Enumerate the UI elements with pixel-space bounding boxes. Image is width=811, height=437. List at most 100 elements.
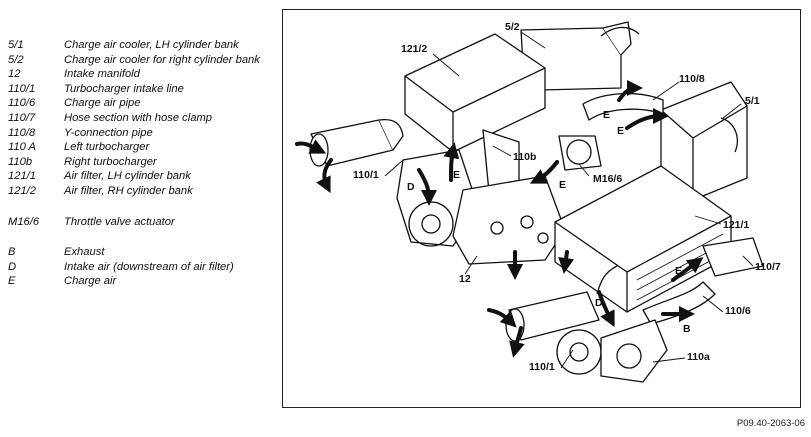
y-connection-pipe-shape — [582, 92, 664, 121]
charge-arrow-lower — [671, 257, 704, 282]
intake-arrow-lower-in — [487, 308, 517, 328]
legend-desc: Air filter, RH cylinder bank — [64, 184, 193, 197]
legend-code: 5/1 — [8, 39, 24, 51]
leader-121-2 — [432, 53, 460, 77]
legend-desc: Turbocharger intake line — [64, 82, 184, 95]
left-turbo-outlet-shape — [616, 343, 642, 369]
callout-m16-6: M16/6 — [593, 173, 622, 185]
leader-110-8 — [652, 81, 680, 101]
charge-arrow-top — [617, 80, 643, 102]
legend-row-12: 12 Intake manifold — [8, 67, 270, 82]
legend-row-5-1: 5/1 Charge air cooler, LH cylinder bank — [8, 38, 270, 53]
manifold-port-shape — [490, 221, 504, 235]
legend-code: 110/1 — [8, 82, 36, 95]
leader-5-1 — [722, 103, 742, 119]
legend-code: E — [8, 275, 16, 288]
charge-arrow-right — [625, 108, 669, 130]
leader-110-6 — [702, 295, 724, 313]
legend-desc: Charge air pipe — [64, 97, 141, 110]
flow-arrows — [295, 80, 704, 358]
hose-section-shape — [702, 237, 764, 277]
callout-110-6: 110/6 — [725, 305, 751, 317]
flow-label-e: E — [603, 109, 610, 121]
legend-row-110b: 110b Right turbocharger — [8, 155, 270, 170]
intake-arrow-lower-out — [509, 326, 525, 358]
reference-code: P09.40-2063-06 — [736, 418, 805, 429]
manifold-port-shape — [520, 215, 534, 229]
legend-row-5-2: 5/2 Charge air cooler for right cylinder … — [8, 53, 270, 68]
legend-gap — [8, 229, 270, 245]
intake-line-top-bend-shape — [378, 118, 404, 151]
legend-code: 12 — [8, 68, 21, 81]
charge-arrow-center — [529, 160, 559, 184]
legend-gap — [8, 199, 270, 215]
flow-label-e: E — [675, 265, 682, 277]
callout-110-1-top: 110/1 — [353, 169, 379, 181]
legend-desc: Left turbocharger — [64, 141, 150, 154]
intake-arrow-in — [295, 139, 327, 154]
intake-arrow-d-lower — [597, 290, 615, 328]
throttle-actuator-frame-shape — [558, 135, 602, 171]
flow-arrow-down — [558, 250, 575, 274]
callout-12: 12 — [459, 273, 471, 285]
callout-5-1: 5/1 — [745, 95, 760, 107]
legend-row-110-a: 110 A Left turbocharger — [8, 140, 270, 155]
legend-desc: Intake manifold — [64, 68, 140, 81]
leader-110-7 — [742, 255, 754, 267]
leader-5-2 — [520, 31, 546, 49]
legend-desc: Charge air cooler for right cylinder ban… — [64, 53, 260, 66]
callout-121-1: 121/1 — [723, 219, 749, 231]
leader-110-1-top — [384, 159, 404, 177]
legend-row-m16-6: M16/6 Throttle valve actuator — [8, 215, 270, 230]
legend-code: 110 A — [8, 141, 36, 154]
engine-illustration: 5/2 121/2 110/8 5/1 110/1 110b M16/6 121… — [295, 21, 781, 383]
callout-110b: 110b — [513, 151, 536, 163]
legend-code: M16/6 — [8, 215, 40, 228]
legend-desc: Right turbocharger — [64, 155, 157, 168]
intake-arrow-out — [316, 158, 333, 194]
leader-12 — [464, 255, 478, 275]
engine-illustration-frame: 5/2 121/2 110/8 5/1 110/1 110b M16/6 121… — [282, 9, 801, 408]
legend-desc: Throttle valve actuator — [64, 215, 175, 228]
air-filter-rh-shape — [404, 33, 546, 153]
legend-code: 110b — [8, 155, 33, 168]
legend-desc: Charge air — [64, 275, 117, 288]
legend-code: 110/7 — [8, 111, 36, 124]
manifold-port-shape — [537, 232, 549, 244]
charge-arrow-up — [443, 142, 460, 182]
callout-110-8: 110/8 — [679, 73, 705, 85]
legend-desc: Hose section with hose clamp — [64, 111, 212, 124]
callout-110-1-bottom: 110/1 — [529, 361, 555, 373]
legend-desc: Charge air cooler, LH cylinder bank — [64, 39, 239, 51]
legend-code: 5/2 — [8, 53, 24, 66]
intake-manifold-shape — [452, 175, 566, 265]
legend-desc: Y-connection pipe — [64, 126, 153, 139]
intake-line-bottom-end-shape — [505, 308, 525, 342]
legend-row-110-1: 110/1 Turbocharger intake line — [8, 82, 270, 97]
throttle-actuator-shape — [566, 139, 592, 165]
leader-m16-6 — [578, 163, 590, 177]
leader-121-1 — [694, 215, 722, 225]
leader-lines — [384, 31, 754, 369]
cooler-top-hose-shape — [600, 26, 640, 37]
legend-code: D — [8, 260, 17, 273]
intake-arrow-d — [417, 168, 437, 206]
leader-110b — [492, 145, 512, 157]
leader-110-1-bottom — [560, 349, 574, 369]
legend-row-e: E Charge air — [8, 274, 270, 289]
callout-110a: 110a — [687, 351, 710, 363]
legend: 5/1 Charge air cooler, LH cylinder bank 5… — [8, 38, 270, 289]
callout-121-2: 121/2 — [401, 43, 427, 55]
legend-desc: Air filter, LH cylinder bank — [64, 170, 191, 183]
engine-drawing — [309, 21, 764, 383]
flow-label-d: D — [595, 297, 603, 309]
flow-label-e: E — [453, 169, 460, 181]
legend-row-110-6: 110/6 Charge air pipe — [8, 96, 270, 111]
cooler-left-hose-shape — [720, 117, 738, 153]
legend-code: 110/6 — [8, 97, 36, 110]
